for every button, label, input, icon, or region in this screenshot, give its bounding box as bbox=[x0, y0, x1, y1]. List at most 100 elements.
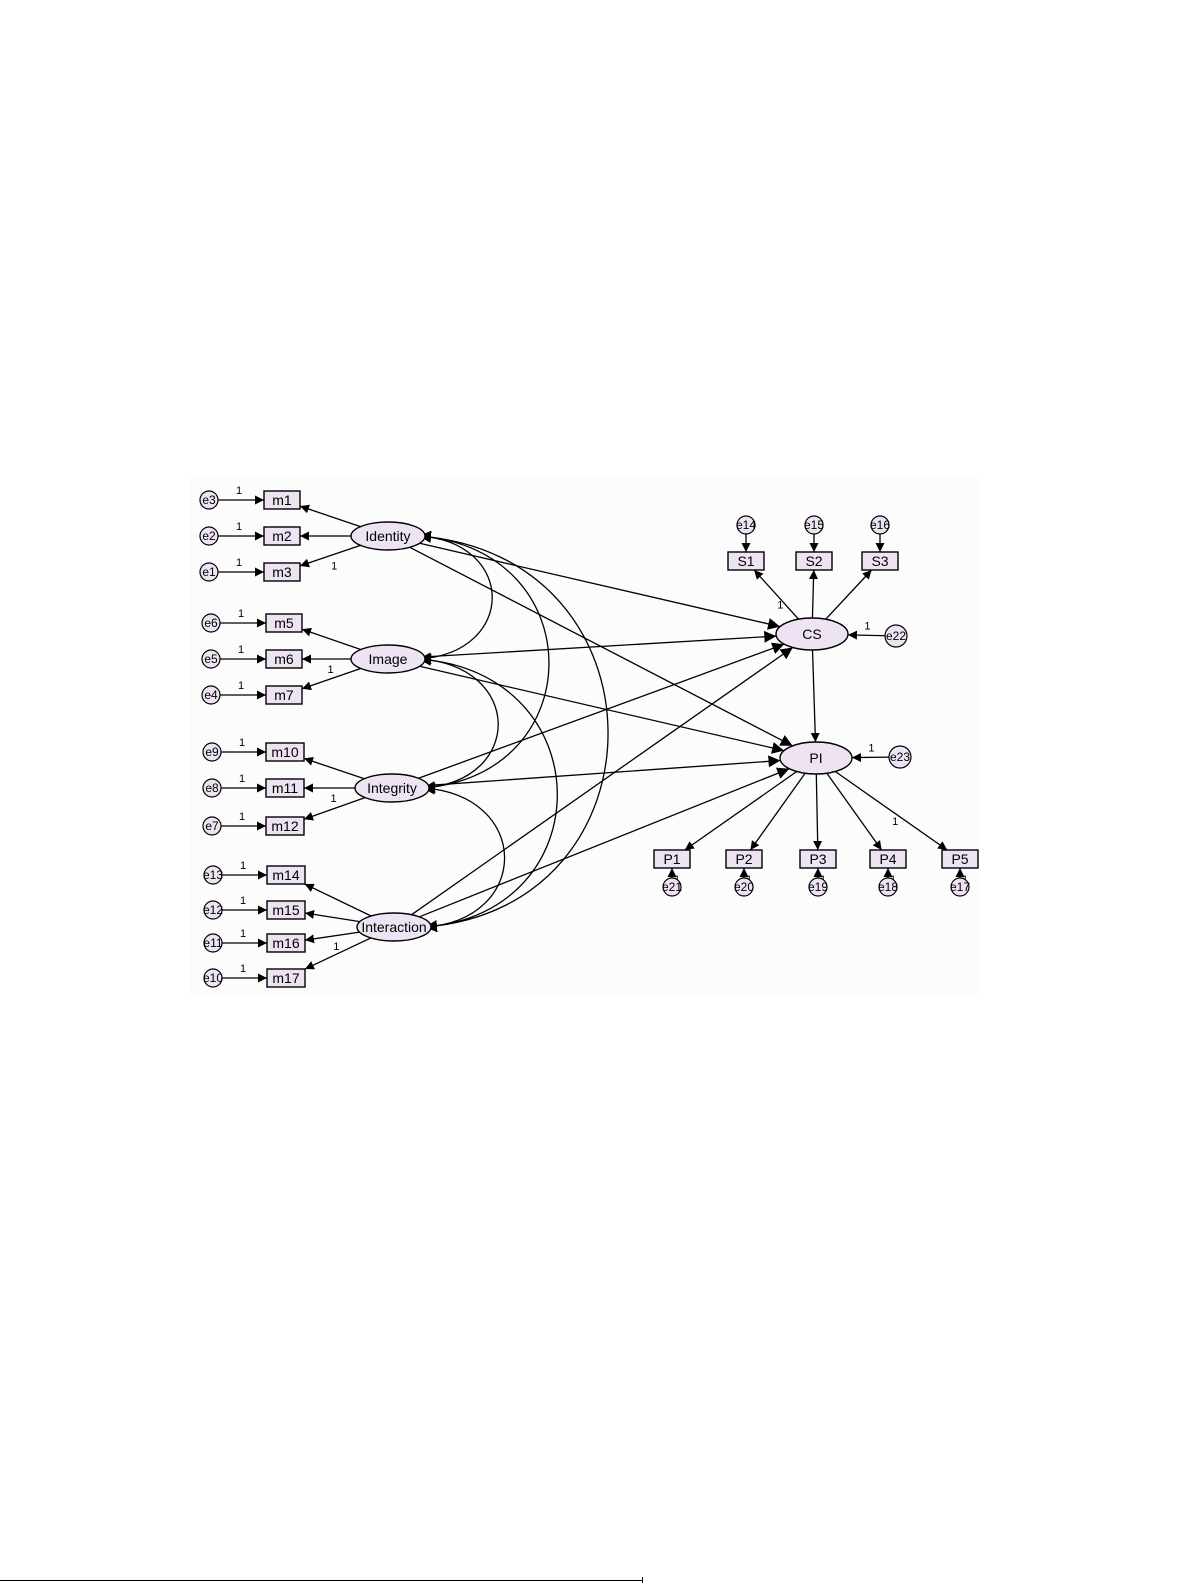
error-term-e10: e10 bbox=[203, 969, 223, 987]
indicator-label: m14 bbox=[272, 867, 299, 883]
loading-identity-m1 bbox=[300, 506, 360, 527]
loading-interaction-m16 bbox=[305, 932, 360, 940]
latent-label: Image bbox=[369, 651, 408, 667]
loading-cs-s2 bbox=[812, 570, 813, 618]
latent-pi: PI bbox=[780, 742, 852, 774]
path-identity-cs bbox=[420, 543, 780, 626]
path-image-cs bbox=[425, 636, 777, 657]
loading-image-m5 bbox=[302, 629, 361, 649]
indicator-label: P1 bbox=[663, 851, 680, 867]
loading-cs-s1 bbox=[754, 570, 798, 619]
indicator-p3: P3 bbox=[800, 850, 836, 868]
indicator-s1: S1 bbox=[728, 552, 764, 570]
error-term-e20: e20 bbox=[734, 878, 754, 896]
error-label: e8 bbox=[205, 781, 219, 795]
error-term-e5: e5 bbox=[202, 650, 220, 668]
indicator-label: m6 bbox=[274, 651, 294, 667]
error-term-e1: e1 bbox=[200, 563, 218, 581]
error-label: e18 bbox=[878, 880, 898, 894]
error-label: e21 bbox=[662, 880, 682, 894]
error-label: e15 bbox=[804, 518, 824, 532]
loading-cs-s3 bbox=[826, 570, 872, 619]
error-label: e14 bbox=[736, 518, 756, 532]
error-term-e8: e8 bbox=[203, 779, 221, 797]
error-label: e9 bbox=[205, 745, 219, 759]
error-term-e7: e7 bbox=[203, 817, 221, 835]
error-weight-e5: 1 bbox=[238, 644, 244, 656]
indicator-label: m7 bbox=[274, 687, 294, 703]
error-term-e13: e13 bbox=[203, 866, 223, 884]
indicator-p4: P4 bbox=[870, 850, 906, 868]
covariance-image-interaction bbox=[419, 659, 557, 927]
indicator-label: P3 bbox=[809, 851, 826, 867]
error-weight-e13: 1 bbox=[240, 860, 246, 872]
covariance-image-integrity bbox=[419, 659, 498, 788]
indicator-label: m10 bbox=[271, 744, 298, 760]
path-interaction-pi bbox=[419, 769, 789, 917]
latent-label: Identity bbox=[365, 528, 410, 544]
error-weight-e1: 1 bbox=[236, 557, 242, 569]
error-label: e19 bbox=[808, 880, 828, 894]
indicator-label: m2 bbox=[272, 528, 292, 544]
error-label: e16 bbox=[870, 518, 890, 532]
error-label: e5 bbox=[204, 652, 218, 666]
footer-mark bbox=[642, 1577, 643, 1583]
error-label: e10 bbox=[203, 971, 223, 985]
error-label: e6 bbox=[204, 616, 218, 630]
error-weight-e2: 1 bbox=[236, 521, 242, 533]
indicator-label: m1 bbox=[272, 492, 292, 508]
disturbance-label: e23 bbox=[890, 750, 910, 764]
error-weight-e9: 1 bbox=[239, 737, 245, 749]
loading-weight-m11: 1 bbox=[330, 793, 336, 805]
indicator-label: m3 bbox=[272, 564, 292, 580]
error-weight-e8: 1 bbox=[239, 773, 245, 785]
indicator-m6: m6 bbox=[266, 650, 302, 668]
disturbance-path-e22 bbox=[848, 635, 887, 636]
disturbance-e23: e23 bbox=[889, 746, 911, 768]
error-weight-e4: 1 bbox=[238, 680, 244, 692]
loading-pi-p5 bbox=[835, 772, 947, 850]
sem-path-diagram: 1e3m11e2m211e1m31e6m511e5m61e4m71e9m1011… bbox=[190, 476, 980, 996]
indicator-label: S2 bbox=[805, 553, 822, 569]
error-weight-e3: 1 bbox=[236, 485, 242, 497]
indicator-m3: m3 bbox=[264, 563, 300, 581]
error-label: e11 bbox=[203, 936, 222, 950]
disturbance-label: e22 bbox=[886, 629, 906, 643]
covariance-identity-interaction bbox=[419, 536, 608, 927]
loading-weight-m6: 1 bbox=[327, 664, 333, 676]
indicator-label: m5 bbox=[274, 615, 294, 631]
loading-interaction-m14 bbox=[305, 884, 371, 916]
indicator-m5: m5 bbox=[266, 614, 302, 632]
error-term-e15: e15 bbox=[804, 516, 824, 534]
indicator-label: m11 bbox=[272, 780, 298, 796]
indicator-p1: P1 bbox=[654, 850, 690, 868]
indicator-label: S1 bbox=[737, 553, 754, 569]
error-term-e16: e16 bbox=[870, 516, 890, 534]
path-cs-pi bbox=[813, 650, 816, 742]
latent-label: PI bbox=[809, 750, 822, 766]
indicator-label: P5 bbox=[951, 851, 968, 867]
disturbance-e22: e22 bbox=[885, 625, 907, 647]
error-weight-e10: 1 bbox=[240, 963, 246, 975]
latent-interaction: Interaction bbox=[357, 913, 431, 941]
loading-weight-s1: 1 bbox=[777, 600, 783, 612]
error-label: e17 bbox=[950, 880, 970, 894]
footer-rule bbox=[0, 1580, 642, 1581]
latent-label: CS bbox=[802, 626, 821, 642]
indicator-m14: m14 bbox=[267, 866, 305, 884]
path-interaction-cs bbox=[412, 648, 793, 915]
error-term-e11: e11 bbox=[203, 934, 222, 952]
covariance-identity-image bbox=[419, 536, 492, 659]
error-label: e1 bbox=[202, 565, 216, 579]
error-term-e12: e12 bbox=[203, 901, 223, 919]
error-weight-e11: 1 bbox=[240, 928, 246, 940]
indicator-m11: m11 bbox=[266, 779, 304, 797]
indicator-label: P2 bbox=[735, 851, 752, 867]
indicator-s3: S3 bbox=[862, 552, 898, 570]
error-label: e3 bbox=[202, 493, 216, 507]
error-weight-e7: 1 bbox=[239, 811, 245, 823]
indicator-label: m16 bbox=[272, 935, 299, 951]
indicator-m15: m15 bbox=[267, 901, 305, 919]
latent-integrity: Integrity bbox=[355, 774, 429, 802]
error-label: e12 bbox=[203, 903, 223, 917]
